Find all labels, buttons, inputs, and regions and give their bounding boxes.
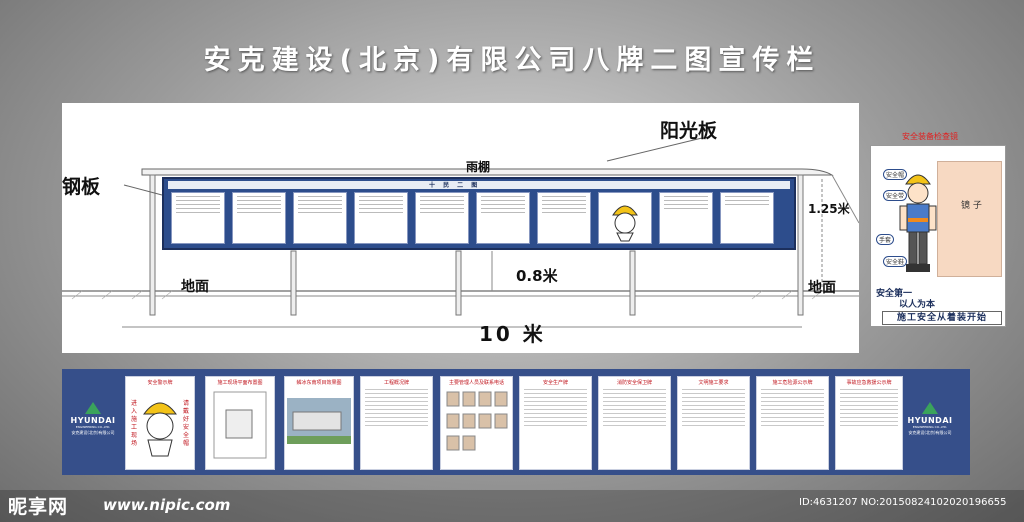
canopy-label: 雨棚 xyxy=(466,160,491,174)
logo-triangle-icon xyxy=(85,402,101,414)
strip-panel: 施工危险源公示牌 xyxy=(756,376,829,470)
strip-panel: 消防安全保卫牌 xyxy=(598,376,671,470)
board-header-title: 十 民 二 图 xyxy=(429,182,481,189)
mirror-panel-title: 安全装备检查镜 xyxy=(902,132,958,141)
strip-panel: 工程概况牌 xyxy=(360,376,433,470)
sun-panel-label: 阳光板 xyxy=(660,120,718,142)
panel-title: 主要管理人员及联系电话 xyxy=(448,380,504,386)
warning-text-right: 请戴好安全帽 xyxy=(183,400,190,447)
board-panel xyxy=(415,192,469,244)
panel-title: 文明施工要求 xyxy=(698,380,729,386)
panel-title: 施工现场平面布置图 xyxy=(217,380,263,386)
logo-sub: ENGINEERING CO.,LTD. xyxy=(75,425,111,429)
board-panel xyxy=(476,192,530,244)
tag-shoes: 安全鞋 xyxy=(883,256,908,267)
strip-panel: 文明施工要求 xyxy=(677,376,750,470)
logo-name: HYUNDAI xyxy=(70,416,116,425)
board-panel xyxy=(232,192,286,244)
board-panel xyxy=(293,192,347,244)
watermark-logo: 昵享网 xyxy=(8,496,69,518)
safety-slogan-2: 以人为本 xyxy=(899,300,936,310)
site-plan-icon xyxy=(213,391,267,459)
worker-face-icon xyxy=(143,402,177,457)
board-panel xyxy=(659,192,713,244)
building-render-icon xyxy=(287,398,351,444)
height-dimension-label: 1.25米 xyxy=(808,202,850,216)
tag-harness: 安全带 xyxy=(883,190,908,201)
logo-triangle-icon xyxy=(922,402,938,414)
board-panel xyxy=(354,192,408,244)
strip-panel: 安全生产牌 xyxy=(519,376,592,470)
strip-panel: 安全警示牌 xyxy=(125,376,195,470)
ground-label-right: 地面 xyxy=(808,280,836,296)
board-panel xyxy=(720,192,774,244)
logo-sub: ENGINEERING CO.,LTD. xyxy=(912,425,948,429)
company-logo-left: HYUNDAI ENGINEERING CO.,LTD. 安克建设(北京)有限公… xyxy=(68,402,118,436)
watermark-id: ID:4631207 NO:20150824102020196655 xyxy=(799,497,1007,508)
logo-cn: 安克建设(北京)有限公司 xyxy=(71,430,115,435)
mirror xyxy=(937,161,1002,277)
panel-title: 事故应急救援公示牌 xyxy=(846,380,892,386)
strip-panel: 主要管理人员及联系电话 xyxy=(440,376,513,470)
safety-footer: 施工安全从着装开始 xyxy=(882,311,1002,325)
panel-title: 安全生产牌 xyxy=(542,380,568,386)
width-dimension-label: 10 米 xyxy=(479,322,546,346)
mirror-label: 镜 子 xyxy=(961,201,982,211)
company-logo-right: HYUNDAI ENGINEERING CO.,LTD. 安克建设(北京)有限公… xyxy=(905,402,955,436)
safety-worker-icon xyxy=(899,174,937,272)
logo-name: HYUNDAI xyxy=(907,416,953,425)
gap-dimension-label: 0.8米 xyxy=(516,267,558,285)
drawing-lines xyxy=(62,137,860,328)
bulletin-strip xyxy=(62,369,970,475)
watermark-url: www.nipic.com xyxy=(103,496,231,514)
warning-text-left: 进入施工现场 xyxy=(131,400,138,447)
page-title: 安克建设(北京)有限公司八牌二图宣传栏 xyxy=(203,45,821,76)
watermark-bar xyxy=(0,490,1024,522)
board-panel-warning xyxy=(598,192,652,244)
panel-title: 安全警示牌 xyxy=(147,380,173,386)
panel-title: 消防安全保卫牌 xyxy=(616,380,652,386)
board-header xyxy=(168,181,790,189)
tag-gloves: 手套 xyxy=(876,234,895,245)
logo-cn: 安克建设(北京)有限公司 xyxy=(908,430,952,435)
worker-face-icon xyxy=(612,205,638,242)
strip-panel: 事故应急救援公示牌 xyxy=(835,376,903,470)
safety-slogan-1: 安全第一 xyxy=(876,289,913,299)
strip-panel: 施工现场平面布置图 xyxy=(205,376,275,470)
ground-label-left: 地面 xyxy=(181,279,209,295)
panel-title: 鳞冰东南项目效果图 xyxy=(296,380,342,386)
staff-photos-icon xyxy=(446,391,508,451)
strip-panel: 鳞冰东南项目效果图 xyxy=(284,376,354,470)
tag-helmet: 安全帽 xyxy=(883,169,908,180)
steel-plate-label: 钢板 xyxy=(62,176,101,198)
board-panel xyxy=(171,192,225,244)
panel-title: 施工危险源公示牌 xyxy=(772,380,813,386)
board-panel xyxy=(537,192,591,244)
panel-title: 工程概况牌 xyxy=(383,380,409,386)
